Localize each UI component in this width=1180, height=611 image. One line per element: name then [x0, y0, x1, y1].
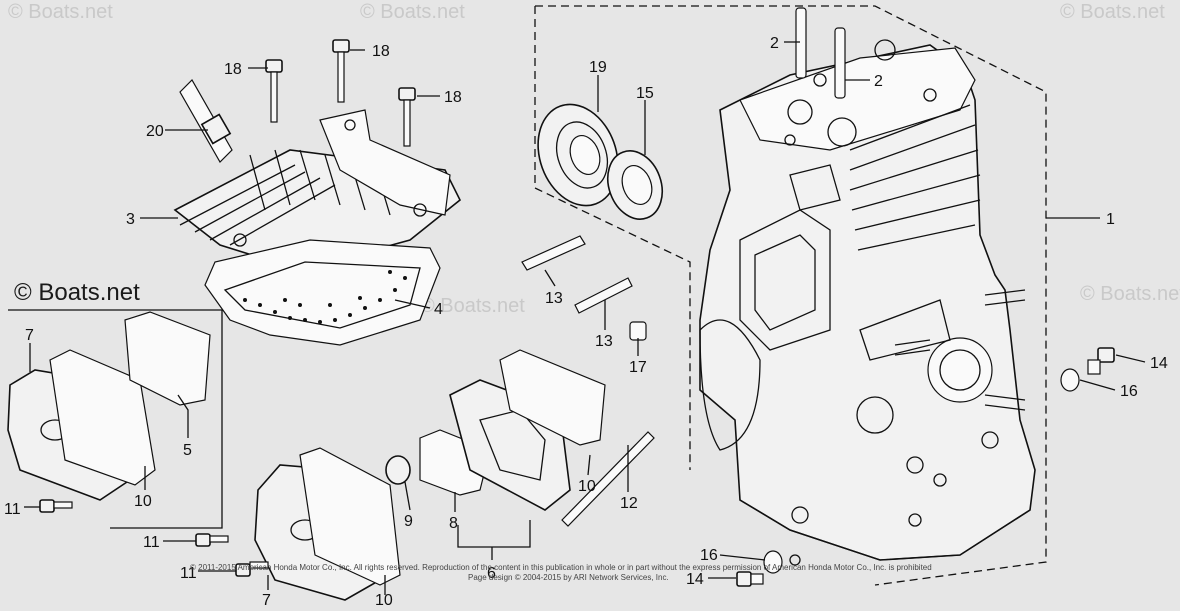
flange-bolts — [265, 39, 416, 147]
watermark: © Boats.net — [8, 1, 113, 23]
watermark: © Boats.net — [360, 1, 465, 23]
drain-bolt-bottom — [736, 571, 764, 587]
callout-19: 19 — [589, 59, 607, 76]
callout-8: 8 — [449, 515, 458, 532]
spark-plug — [179, 79, 233, 163]
callout-13: 13 — [545, 290, 563, 307]
callout-5: 5 — [183, 442, 192, 459]
callout-14: 14 — [686, 571, 704, 588]
bolt-11c — [235, 561, 269, 577]
studs — [521, 235, 633, 314]
callout-13: 13 — [595, 333, 613, 350]
assembly-outline — [534, 5, 1047, 586]
callout-18: 18 — [224, 61, 242, 78]
callout-15: 15 — [636, 85, 654, 102]
callout-18: 18 — [372, 43, 390, 60]
sealing-washer — [1060, 368, 1080, 392]
callout-1: 1 — [1106, 211, 1115, 228]
callout-16: 16 — [700, 547, 718, 564]
dowel-pins — [795, 7, 846, 99]
copyright-line: © 2011-2015 American Honda Motor Co., In… — [190, 563, 932, 572]
dowel-pin — [629, 321, 647, 341]
gasket-bottom — [299, 447, 401, 586]
callout-7: 7 — [25, 327, 34, 344]
callout-9: 9 — [404, 513, 413, 530]
callout-10: 10 — [578, 478, 596, 495]
bolt-11b — [195, 533, 229, 547]
callout-3: 3 — [126, 211, 135, 228]
head-gasket — [204, 239, 441, 346]
callout-11: 11 — [143, 534, 160, 551]
ball-bearing — [537, 103, 619, 207]
watermark: © Boats.net — [420, 295, 525, 317]
breather-housing — [449, 349, 606, 511]
watermark-overlay: © Boats.net — [14, 279, 140, 306]
callout-10: 10 — [375, 592, 393, 609]
callout-18: 18 — [444, 89, 462, 106]
watermark: © Boats.net — [1060, 1, 1165, 23]
callout-20: 20 — [146, 123, 164, 140]
gasket-left — [49, 311, 211, 486]
callout-7: 7 — [262, 592, 271, 609]
collar — [385, 455, 411, 485]
callout-16: 16 — [1120, 383, 1138, 400]
sealing-washer-bottom — [763, 550, 783, 574]
callout-labels: 1 2 2 3 4 5 6 7 7 8 9 10 10 10 11 11 11 … — [4, 35, 1168, 609]
bolt-11a — [39, 499, 73, 513]
long-stud — [561, 431, 655, 527]
callout-10: 10 — [134, 493, 152, 510]
page-design-line: Page design © 2004-2015 by ARI Network S… — [468, 573, 669, 582]
callout-2: 2 — [874, 73, 883, 90]
crankcase-block — [699, 39, 1036, 566]
leader-lines — [24, 41, 1146, 595]
oil-seal — [606, 150, 664, 220]
drain-bolt — [1087, 347, 1115, 375]
callout-12: 12 — [620, 495, 638, 512]
callout-4: 4 — [434, 301, 443, 318]
callout-11: 11 — [180, 565, 197, 582]
callout-17: 17 — [629, 359, 647, 376]
callout-6: 6 — [487, 565, 496, 582]
callout-11: 11 — [4, 501, 21, 518]
group-box — [8, 309, 223, 529]
watermark: © Boats.net — [1080, 283, 1180, 305]
callout-14: 14 — [1150, 355, 1168, 372]
callout-2: 2 — [770, 35, 779, 52]
